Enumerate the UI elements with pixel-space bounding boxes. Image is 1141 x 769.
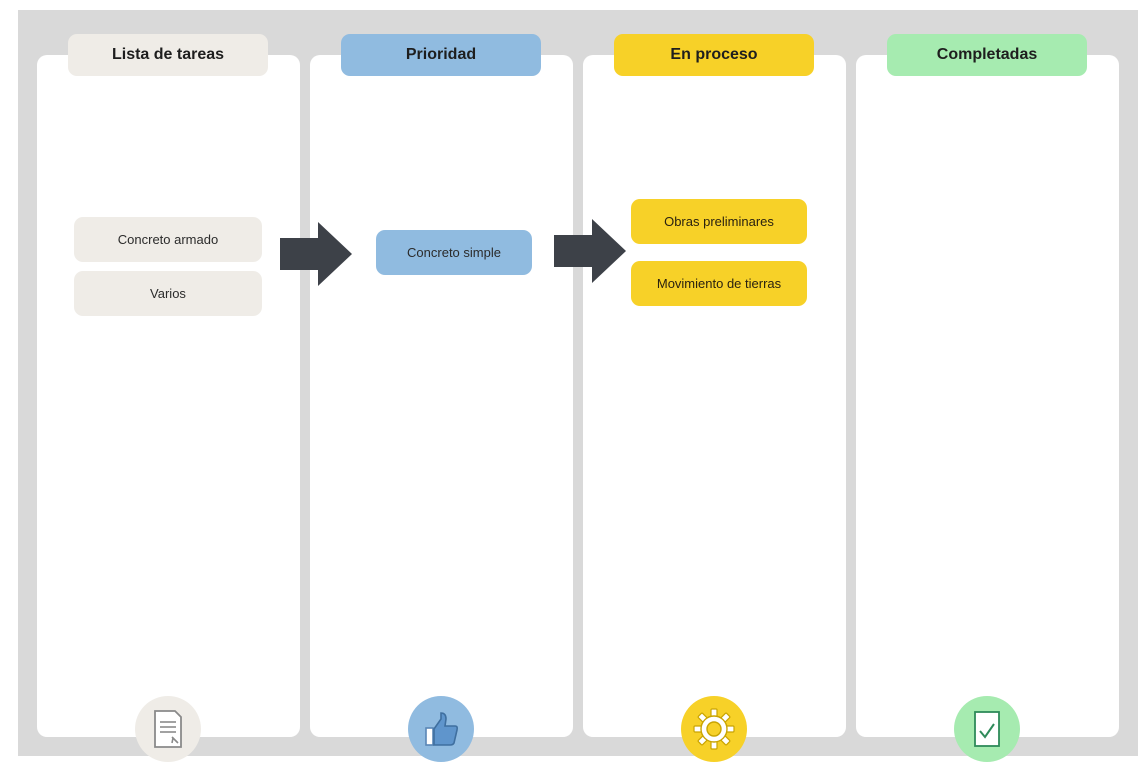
column-header-lista-de-tareas: Lista de tareas: [68, 34, 268, 76]
column-header-prioridad: Prioridad: [341, 34, 541, 76]
column-en-proceso: [583, 55, 846, 737]
column-header-en-proceso: En proceso: [614, 34, 814, 76]
document-icon: [154, 710, 182, 748]
thumbs-up-icon: [425, 712, 459, 746]
column-header-completadas: Completadas: [887, 34, 1087, 76]
thumbs-up-badge: [408, 696, 474, 762]
right-arrow-icon: [280, 222, 352, 286]
document-badge: [135, 696, 201, 762]
gear-icon: [693, 708, 735, 750]
checklist-icon: [974, 711, 1000, 747]
task-card[interactable]: Obras preliminares: [631, 199, 807, 244]
column-prioridad: [310, 55, 573, 737]
task-card[interactable]: Varios: [74, 271, 262, 316]
task-card[interactable]: Concreto armado: [74, 217, 262, 262]
gear-badge: [681, 696, 747, 762]
column-completadas: [856, 55, 1119, 737]
right-arrow-icon: [554, 219, 626, 283]
task-card[interactable]: Concreto simple: [376, 230, 532, 275]
column-lista-de-tareas: [37, 55, 300, 737]
checklist-badge: [954, 696, 1020, 762]
task-card[interactable]: Movimiento de tierras: [631, 261, 807, 306]
